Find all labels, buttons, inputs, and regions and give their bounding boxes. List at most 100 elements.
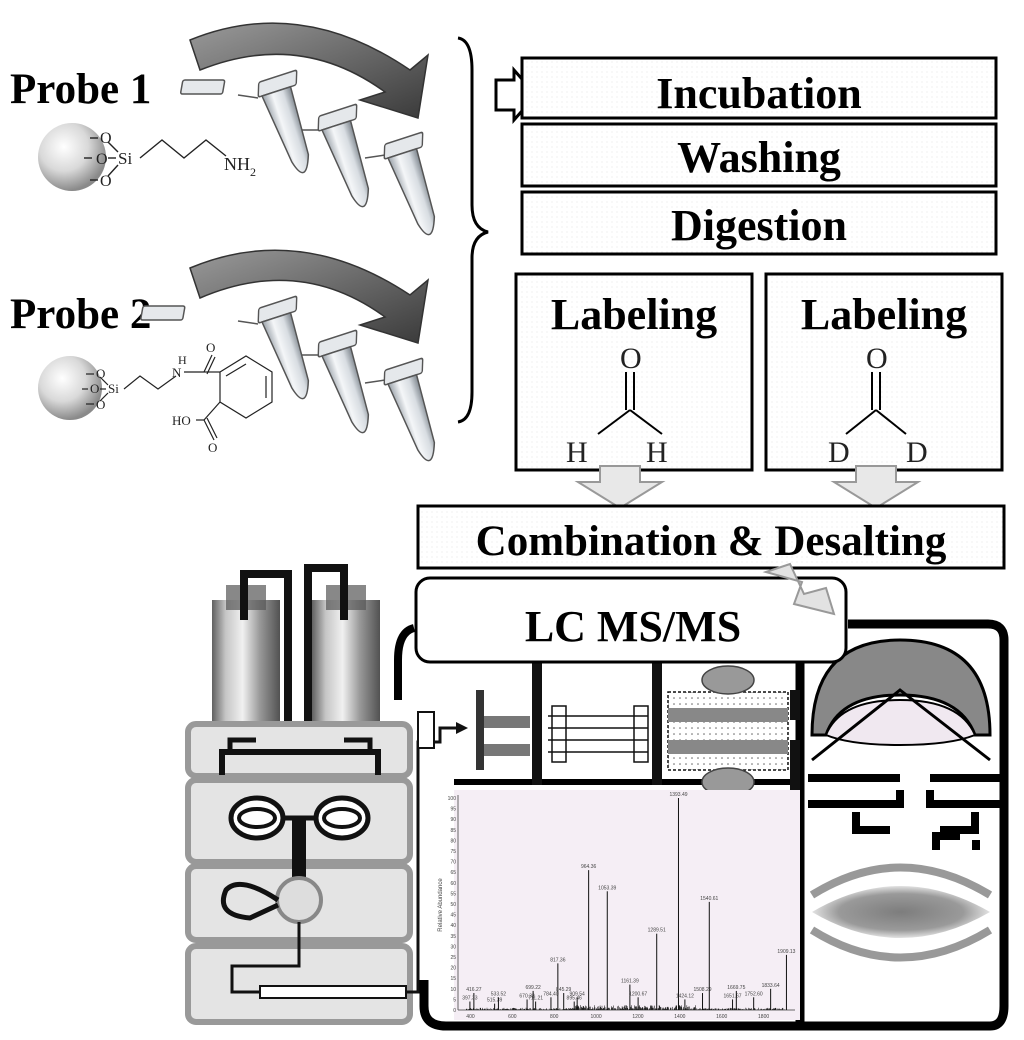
probe-2-label: Probe 2 xyxy=(10,291,151,338)
peak-label: 1053.39 xyxy=(598,885,616,891)
x-tick-label: 1400 xyxy=(674,1014,685,1020)
peak-label: 895.46 xyxy=(567,996,583,1002)
peak-label: 1833.64 xyxy=(762,983,780,989)
probe-1-oxygen-mid: O xyxy=(96,151,108,168)
combination-desalting-box: Combination & Desalting xyxy=(416,504,1006,570)
y-tick-label: 0 xyxy=(453,1008,456,1014)
probe-2-hydrogen: H xyxy=(178,353,187,367)
y-tick-label: 65 xyxy=(450,870,456,876)
y-tick-label: 55 xyxy=(450,891,456,897)
x-tick-label: 600 xyxy=(508,1014,517,1020)
spectrum-plot-area xyxy=(454,790,800,1020)
peak-label: 1508.29 xyxy=(693,987,711,993)
labeling-light-box: Labeling O H H xyxy=(514,272,754,472)
brace-icon xyxy=(457,36,489,424)
peak-label: 909.54 xyxy=(570,991,586,997)
tube-1a-icon xyxy=(253,69,329,180)
y-tick-label: 5 xyxy=(453,997,456,1003)
probe-2-structure xyxy=(82,354,273,441)
lc-instrument xyxy=(185,564,468,1025)
tube-cap-1-icon xyxy=(179,79,226,95)
probe-2-acid-oxygen: O xyxy=(208,440,217,455)
svg-text:Combination & Desalting: Combination & Desalting xyxy=(476,518,947,565)
y-tick-label: 100 xyxy=(448,796,457,802)
peak-label: 1540.61 xyxy=(700,896,718,902)
ion-guide-icon xyxy=(548,705,649,763)
tube-2b-icon xyxy=(313,329,389,440)
y-tick-label: 45 xyxy=(450,913,456,919)
tube-1c-icon xyxy=(379,131,455,242)
tube-2a-icon xyxy=(253,295,329,406)
deutero-formaldehyde-oxygen: O xyxy=(866,342,888,375)
probe-1-structure xyxy=(84,137,227,181)
y-tick-label: 30 xyxy=(450,944,456,950)
spectrum-y-label: Relative Abundance xyxy=(438,878,444,932)
y-tick-label: 15 xyxy=(450,976,456,982)
sample-loop-icon xyxy=(220,881,280,921)
x-tick-label: 1600 xyxy=(716,1014,727,1020)
peak-label: 964.36 xyxy=(581,864,597,870)
peak-label: 1651.67 xyxy=(723,993,741,999)
orbitrap-analyzer-icon xyxy=(812,886,990,938)
peak-label: 845.29 xyxy=(556,987,572,993)
peak-label: 1669.75 xyxy=(727,985,745,991)
peak-label: 1289.51 xyxy=(648,928,666,934)
step-washing: Washing xyxy=(520,122,998,188)
y-tick-label: 60 xyxy=(450,881,456,887)
x-tick-label: 400 xyxy=(466,1014,475,1020)
peak-label: 1200.67 xyxy=(629,991,647,997)
probe-2-group: Probe 2 O O O Si N H O HO xyxy=(10,249,455,468)
probe-1-oxygen-bottom: O xyxy=(100,173,112,190)
silica-bead-1-icon xyxy=(38,123,106,191)
x-tick-label: 1000 xyxy=(591,1014,602,1020)
peak-label: 1424.12 xyxy=(676,993,694,999)
y-tick-label: 10 xyxy=(450,987,456,993)
probe-1-group: Probe 1 O O O Si NH2 xyxy=(10,22,455,242)
down-arrow-right-icon xyxy=(830,465,922,510)
y-tick-label: 95 xyxy=(450,807,456,813)
peak-label: 699.22 xyxy=(525,985,541,991)
probe-2-oxygen-top: O xyxy=(96,366,105,381)
tube-2c-icon xyxy=(379,357,455,468)
probe-1-amine: NH2 xyxy=(224,154,256,179)
solvent-bottle-2-icon xyxy=(312,600,380,730)
lcms-callout: LC MS/MS xyxy=(414,562,848,664)
y-tick-label: 20 xyxy=(450,966,456,972)
formaldehyde-h-left: H xyxy=(566,436,588,469)
down-arrow-left-icon xyxy=(574,465,666,510)
lc-column-icon xyxy=(259,985,407,999)
probe-2-hydroxyl: HO xyxy=(172,413,191,428)
svg-text:LC MS/MS: LC MS/MS xyxy=(525,602,741,651)
step-incubation: Incubation xyxy=(520,56,998,120)
y-tick-label: 40 xyxy=(450,923,456,929)
curved-arrow-2-icon xyxy=(189,249,430,344)
peak-label: 784.40 xyxy=(543,991,559,997)
peak-label: 1161.39 xyxy=(621,979,639,985)
peak-label: 397.33 xyxy=(462,996,478,1002)
step-digestion: Digestion xyxy=(520,190,998,256)
labeling-heavy-box: Labeling O D D xyxy=(764,272,1004,472)
y-tick-label: 90 xyxy=(450,817,456,823)
solvent-bottle-1-icon xyxy=(212,600,280,730)
y-tick-label: 25 xyxy=(450,955,456,961)
formaldehyde-oxygen: O xyxy=(620,342,642,375)
tube-1b-icon xyxy=(313,103,389,214)
y-tick-label: 80 xyxy=(450,838,456,844)
peak-label: 711.21 xyxy=(528,996,543,1002)
x-tick-label: 1200 xyxy=(632,1014,643,1020)
c-trap-icon xyxy=(810,638,992,737)
callout-arrow-icon xyxy=(762,562,836,616)
x-tick-label: 800 xyxy=(550,1014,559,1020)
tube-cap-2-icon xyxy=(140,305,186,321)
probe-2-carbonyl-oxygen: O xyxy=(206,340,215,355)
probe-1-oxygen-top: O xyxy=(100,130,112,147)
peak-label: 533.52 xyxy=(491,991,507,997)
mass-spectrum: Relative Abundance 100959085807570656055… xyxy=(438,790,800,1020)
peak-label: 1752.60 xyxy=(745,991,763,997)
y-tick-label: 35 xyxy=(450,934,456,940)
svg-text:Labeling: Labeling xyxy=(801,290,967,339)
peak-label: 515.39 xyxy=(487,998,503,1004)
